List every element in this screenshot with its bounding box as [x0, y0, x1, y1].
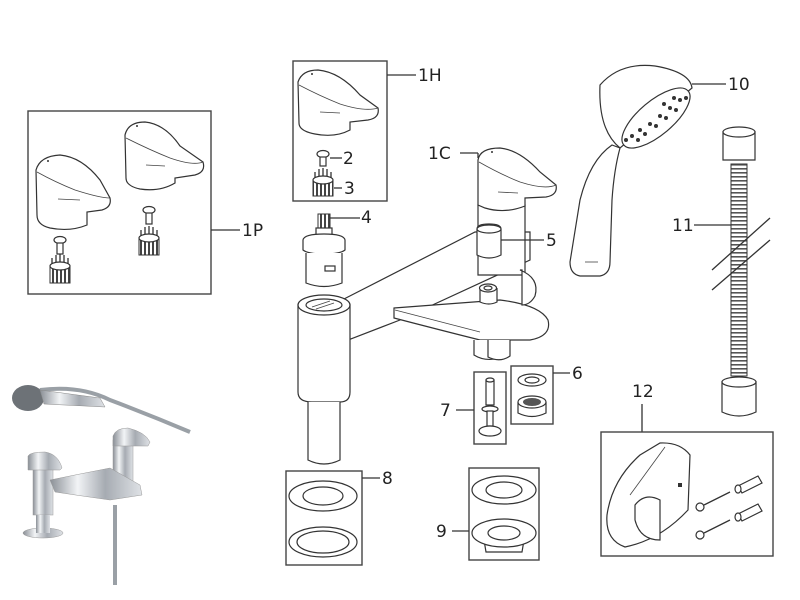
label-1c: 1C: [428, 144, 451, 164]
mixer-body-icon: [297, 147, 557, 465]
spline-adapter-icon: [138, 226, 160, 256]
screw-icon: [695, 491, 731, 540]
lever-handle-icon: [297, 69, 379, 136]
part-12-group: 12: [600, 382, 774, 557]
product-photo: [12, 385, 191, 585]
label-3: 3: [344, 179, 355, 199]
lever-handle-icon: [35, 154, 111, 231]
screw-icon: [53, 235, 67, 255]
label-10: 10: [728, 75, 750, 95]
part-12-box: [600, 431, 774, 557]
wall-plug-icon: [734, 475, 763, 522]
label-9: 9: [436, 522, 447, 542]
spline-adapter-icon: [312, 168, 334, 197]
part-8-group: 8: [285, 469, 393, 566]
part-8-box: [285, 470, 363, 566]
label-1h: 1H: [418, 66, 442, 86]
part-1p-group: 1P: [27, 110, 263, 295]
label-8: 8: [382, 469, 393, 489]
screw-icon: [142, 205, 156, 225]
wall-bracket-icon: [606, 442, 691, 548]
label-11: 11: [672, 216, 694, 236]
label-6: 6: [572, 364, 583, 384]
label-12: 12: [632, 382, 654, 402]
label-5: 5: [546, 231, 557, 251]
part-1p-box: [27, 110, 212, 295]
label-2: 2: [343, 149, 354, 169]
spline-adapter-icon: [49, 254, 71, 284]
screw-icon: [316, 149, 330, 167]
label-4: 4: [361, 208, 372, 228]
shower-handset-icon: [569, 64, 693, 277]
label-1p: 1P: [242, 221, 263, 241]
handset-head-icon: [12, 385, 44, 411]
valve-cartridge-icon: [302, 213, 346, 288]
part-1h-box: [292, 60, 388, 202]
part-6-group: 6: [510, 364, 583, 425]
part-6-box: [510, 365, 554, 425]
part-9-group: 9: [436, 467, 540, 561]
part-7-group: 7: [440, 371, 507, 445]
part-1h-group: 2 3 1H: [292, 60, 442, 202]
part-9-box: [468, 467, 540, 561]
lever-handle-icon: [124, 121, 205, 191]
shower-hose-icon: [711, 126, 771, 417]
label-7: 7: [440, 401, 451, 421]
part-7-box: [473, 371, 507, 445]
